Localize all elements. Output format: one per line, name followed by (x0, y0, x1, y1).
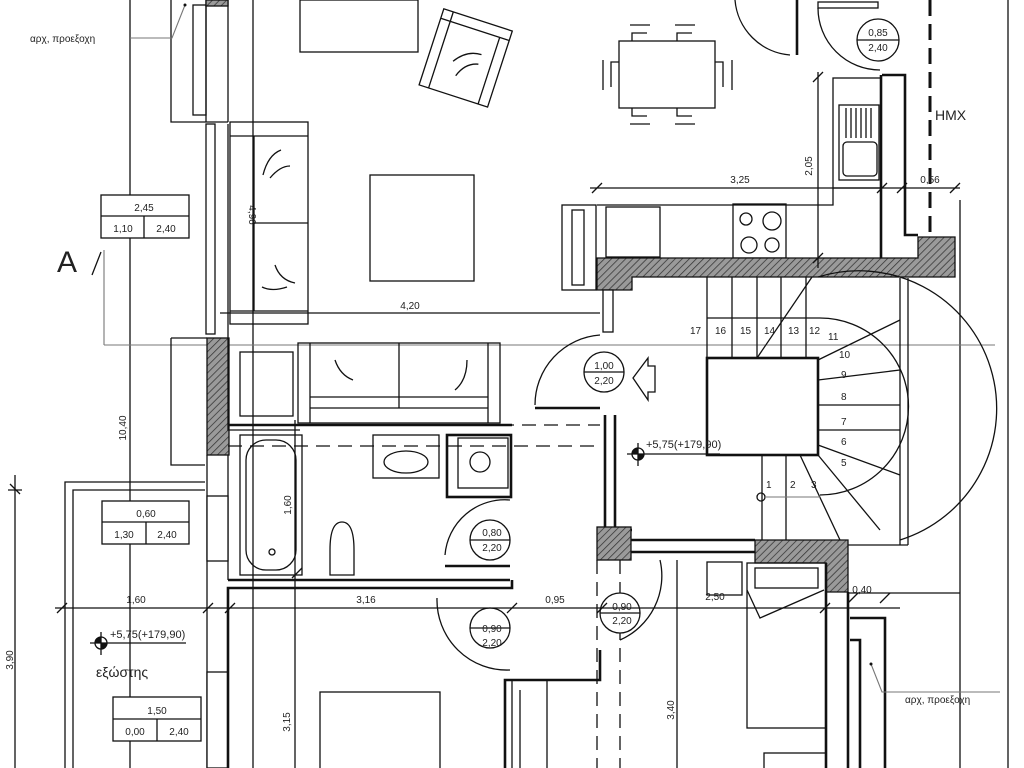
plan-label: 2,40 (156, 224, 176, 235)
projection-annotation-bottom: αρχ, προεξοχη (869, 662, 1000, 706)
plan-label: 10,40 (118, 415, 129, 440)
living-furniture (228, 0, 514, 427)
bedrooms: 0,90 2,20 0,90 2,20 (319, 559, 887, 768)
plan-label: 1,60 (283, 495, 294, 515)
plan-label: 7 (841, 417, 847, 428)
plan-label: 12 (809, 326, 821, 337)
plan-label: 17 (690, 326, 702, 337)
plan-label: 9 (841, 370, 847, 381)
plan-label: 13 (788, 326, 800, 337)
plan-label: 0,40 (852, 585, 872, 596)
plan-label: 3,90 (5, 650, 16, 670)
window-tag: 2,45 1,10 2,40 (100, 194, 190, 239)
plan-label: 1,10 (113, 224, 133, 235)
plan-label: 2,20 (482, 638, 502, 649)
plan-label: 11 (828, 332, 839, 343)
coffee-table (369, 174, 475, 282)
dining-table (602, 24, 733, 125)
plan-label: 2,40 (169, 727, 189, 738)
projection-label: αρχ, προεξοχη (30, 34, 95, 45)
plan-label: 1,60 (126, 595, 146, 606)
toilet (329, 521, 355, 576)
plan-label: 2,45 (134, 203, 154, 214)
projection-annotation-top: αρχ, προεξοχη (30, 3, 187, 45)
kitchen-sink (832, 77, 882, 189)
plan-label: 0,90 (482, 624, 502, 635)
stove (732, 203, 787, 259)
staircase: 1 2 3 4 5 6 7 8 9 10 11 12 13 14 15 16 1… (690, 270, 998, 545)
plan-label: 0,95 (545, 595, 565, 606)
plan-label: +5,75(+179,90) (110, 629, 185, 641)
plan-label: 16 (715, 326, 727, 337)
plan-label: 8 (841, 392, 847, 403)
plan-label: 0,60 (136, 509, 156, 520)
plan-label: 2,40 (157, 530, 177, 541)
bathroom: 0,80 2,20 (239, 433, 513, 576)
shaft-label: HMX (935, 107, 967, 123)
window-tag: 0,60 1,30 2,40 (101, 500, 190, 545)
elevation-marker-hall: +5,75(+179,90) (627, 439, 721, 466)
section-marker-a: A (57, 246, 77, 279)
plan-label: 5 (841, 458, 847, 469)
plan-label: 2,20 (612, 616, 632, 627)
plan-label: 3,25 (730, 175, 750, 186)
plan-label: 0,56 (920, 175, 940, 186)
dimension-lines: 4,20 4,96 3,25 0,56 2,05 10,40 3,90 1,60… (5, 71, 961, 768)
washbasin (372, 434, 440, 479)
plan-label: +5,75(+179,90) (646, 439, 721, 451)
sofa-lower (239, 342, 501, 424)
plan-label: 1,30 (114, 530, 134, 541)
balcony: εξώστης (64, 481, 205, 768)
plan-label: αρχ, προεξοχη (905, 695, 970, 706)
plan-label: 1,00 (594, 361, 614, 372)
plan-label: 3,40 (666, 700, 677, 720)
window-tag: 1,50 0,00 2,40 (112, 696, 202, 742)
plan-label: 0,80 (482, 528, 502, 539)
kitchen-area: 0,85 2,40 HMX (561, 0, 967, 333)
hatched-wall (596, 236, 956, 291)
plan-label: 3 (811, 480, 817, 491)
plan-label: 0,00 (125, 727, 145, 738)
plan-label: 14 (764, 326, 776, 337)
balcony-label: εξώστης (96, 664, 148, 680)
plan-label: 1,50 (147, 706, 167, 717)
plan-label: 4,20 (400, 301, 420, 312)
plan-label: 4,96 (246, 205, 257, 225)
plan-label: 1 (766, 480, 772, 491)
plan-label: 2,20 (594, 376, 614, 387)
exterior-wall-left (170, 0, 514, 768)
entry-arrow-icon (632, 356, 656, 403)
stair-step-numbers: 1 2 3 4 5 6 7 8 9 10 11 12 13 14 15 16 1… (690, 326, 851, 491)
plan-label: 15 (740, 326, 752, 337)
plan-label: 2,50 (705, 592, 725, 603)
reference-lines (91, 0, 1009, 768)
plan-label: 0,85 (868, 28, 888, 39)
armchair (418, 7, 514, 108)
plan-label: 3,15 (282, 712, 293, 732)
plan-label: 3,16 (356, 595, 376, 606)
plan-label: 10 (839, 350, 851, 361)
plan-label: 2,20 (482, 543, 502, 554)
fridge (561, 204, 597, 291)
plan-label: 6 (841, 437, 847, 448)
plan-label: 2,05 (804, 156, 815, 176)
plan-label: 2,40 (868, 43, 888, 54)
sofa-left (229, 121, 309, 325)
entry-door: 1,00 2,20 (228, 334, 908, 593)
elevation-marker-balcony: +5,75(+179,90) (90, 629, 186, 655)
bed (319, 691, 441, 768)
plan-label: 2 (790, 480, 796, 491)
